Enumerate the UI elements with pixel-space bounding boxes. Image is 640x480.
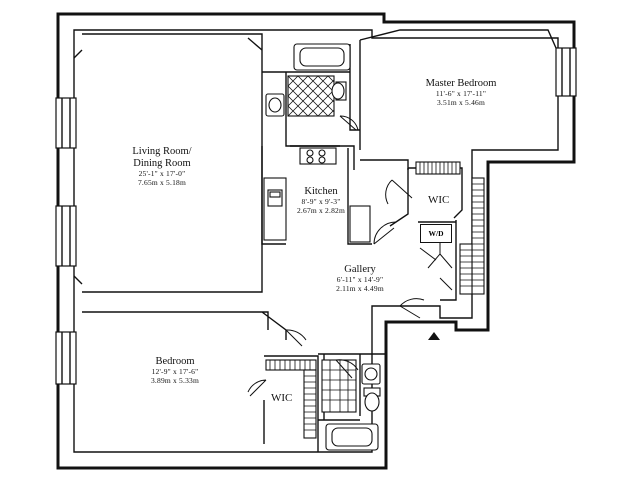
living-room-name-line1: Living Room/ [132,146,192,157]
bedroom-wic-shelves [265,359,317,439]
master-wic-door [385,179,413,205]
kitchen-label: Kitchen 8'-9" x 9'-3" 2.67m x 2.82m [286,186,356,215]
window-living-1 [55,97,77,149]
bathtub-top-inner [299,47,345,67]
kitchen-stove [299,147,337,165]
kitchen-name: Kitchen [304,186,338,197]
toilet-bottom-bowl [364,392,380,412]
living-room-name-line2: Dining Room [133,158,191,170]
stove-burner [306,149,314,157]
washer-dryer-label: W/D [420,224,452,243]
kitchen-wall [261,145,372,245]
bedroom-wic-door [247,379,267,397]
bedroom-door [285,329,307,347]
master-wic-wall [389,167,463,227]
bathtub-bottom-inner [331,427,373,447]
shower-bottom-tile [322,360,356,412]
entry-arrow-icon [428,332,440,340]
shower-top [287,75,335,117]
master-bedroom-dim-metric: 3.51m x 5.46m [436,97,486,107]
gallery-closet-door [419,236,453,291]
bedroom-wall [82,311,287,340]
bath-top-door [339,115,359,131]
sink-top-basin [268,97,282,113]
exterior-wall-inner [73,29,559,453]
gallery-label: Gallery 6'-11" x 14'-9" 2.11m x 4.49m [322,264,398,293]
kitchen-counter-left [263,177,287,241]
master-wic-shelves [415,161,485,295]
entry-door [399,298,425,319]
master-wic-label: WIC [428,194,450,206]
kitchen-dim-metric: 2.67m x 2.82m [296,205,346,215]
sink-bottom-basin [364,367,378,381]
living-room-dim-metric: 7.65m x 5.18m [137,177,187,187]
shower-bottom [321,359,357,413]
master-bedroom-label: Master Bedroom 11'-6" x 17'-11" 3.51m x … [406,78,516,107]
kitchen-dim-imperial: 8'-9" x 9'-3" [301,197,341,207]
stove-burner [318,156,326,164]
master-bedroom-dim-imperial: 11'-6" x 17'-11" [435,89,487,99]
shower-top-tile [287,75,335,117]
kitchen-fridge [349,205,371,243]
master-bedroom-name: Master Bedroom [425,78,497,89]
stove-burner [306,156,314,164]
stove-burner [318,149,326,157]
gallery-dim-imperial: 6'-11" x 14'-9" [336,275,384,285]
living-room-corner-notch [73,37,263,285]
bedroom-dim-metric: 3.89m x 5.33m [150,375,200,385]
gallery-closet-wall [418,220,457,301]
master-bedroom-wall [359,29,557,170]
master-bedroom-door [373,221,397,245]
bedroom-closet-wall [263,355,360,452]
bedroom-name: Bedroom [155,356,195,367]
living-room-dim-imperial: 25'-1" x 17'-0" [138,169,186,179]
toilet-top-bowl [331,82,345,100]
bedroom-wic-label: WIC [271,392,293,404]
exterior-wall [56,12,576,470]
living-room-label: Living Room/ Dining Room 25'-1" x 17'-0"… [112,146,212,187]
gallery-dim-metric: 2.11m x 4.49m [336,283,384,293]
bath-bottom-door [335,359,359,379]
window-living-2 [55,205,77,267]
bedroom-dim-imperial: 12'-9" x 17'-6" [151,367,199,377]
gallery-name: Gallery [344,264,376,275]
bedroom-label: Bedroom 12'-9" x 17'-6" 3.89m x 5.33m [130,356,220,385]
window-master [555,47,577,97]
kitchen-sink-basin [269,191,281,198]
window-bedroom [55,331,77,385]
